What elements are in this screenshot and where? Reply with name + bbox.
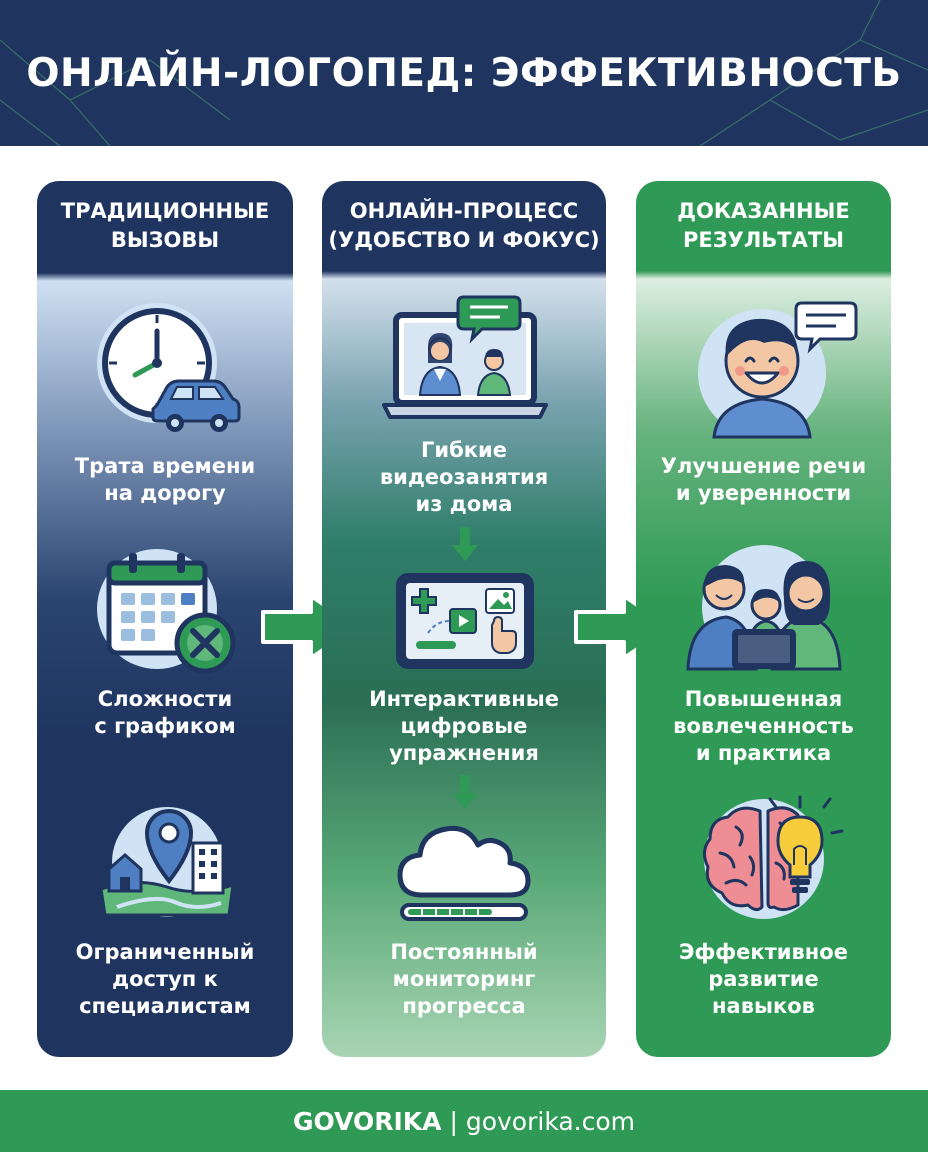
family-tablet-icon xyxy=(686,545,842,671)
clock-car-icon xyxy=(97,303,241,432)
arrow-down-icon xyxy=(452,775,478,809)
cloud-progress-icon xyxy=(397,825,531,921)
column-heading: ТРАДИЦИОННЫЕ ВЫЗОВЫ xyxy=(60,199,270,252)
happy-child-speech-icon xyxy=(698,301,858,439)
laptop-video-call-icon xyxy=(382,295,548,419)
header-banner: ОНЛАЙН-ЛОГОПЕД: ЭФФЕКТИВНОСТЬ xyxy=(0,0,928,146)
calendar-cancel-icon xyxy=(97,549,236,674)
decorative-lines xyxy=(0,0,928,146)
column-traditional-challenges: ТРАДИЦИОННЫЕ ВЫЗОВЫ Трата времени на дор… xyxy=(37,181,293,1057)
item-label-digital-exercises: Интерактивные цифровые упражнения xyxy=(369,687,559,765)
item-label-skill-development: Эффективное развитие навыков xyxy=(679,940,848,1018)
item-label-engagement: Повышенная вовлеченность и практика xyxy=(673,687,854,765)
arrow-down-icon xyxy=(452,527,478,561)
column-online-process: ОНЛАЙН-ПРОЦЕСС (УДОБСТВО И ФОКУС) Гибкие… xyxy=(322,181,606,1057)
map-pin-city-icon xyxy=(99,807,235,917)
footer-brand: GOVORIKA xyxy=(292,1106,442,1136)
item-label-schedule: Сложности с графиком xyxy=(94,687,236,738)
page-title: ОНЛАЙН-ЛОГОПЕД: ЭФФЕКТИВНОСТЬ xyxy=(26,50,902,96)
item-label-travel-time: Трата времени на дорогу xyxy=(74,454,256,505)
column-heading: ДОКАЗАННЫЕ РЕЗУЛЬТАТЫ xyxy=(677,199,850,252)
item-label-speech-improvement: Улучшение речи и уверенности xyxy=(660,454,867,505)
item-label-video-lessons: Гибкие видеозанятия из дома xyxy=(379,438,549,516)
item-label-limited-access: Ограниченный доступ к специалистам xyxy=(75,940,255,1018)
item-label-progress-monitoring: Постоянный мониторинг прогресса xyxy=(390,940,538,1018)
footer-banner: GOVORIKA | govorika.com xyxy=(0,1090,928,1152)
column-heading: ОНЛАЙН-ПРОЦЕСС (УДОБСТВО И ФОКУС) xyxy=(328,199,600,252)
footer-separator: | xyxy=(441,1106,466,1136)
brain-lightbulb-icon xyxy=(703,795,844,919)
column-proven-results: ДОКАЗАННЫЕ РЕЗУЛЬТАТЫ Улучшение речи и у… xyxy=(636,181,891,1057)
footer-site-link[interactable]: govorika.com xyxy=(465,1106,636,1136)
tablet-interactive-icon xyxy=(396,573,534,669)
